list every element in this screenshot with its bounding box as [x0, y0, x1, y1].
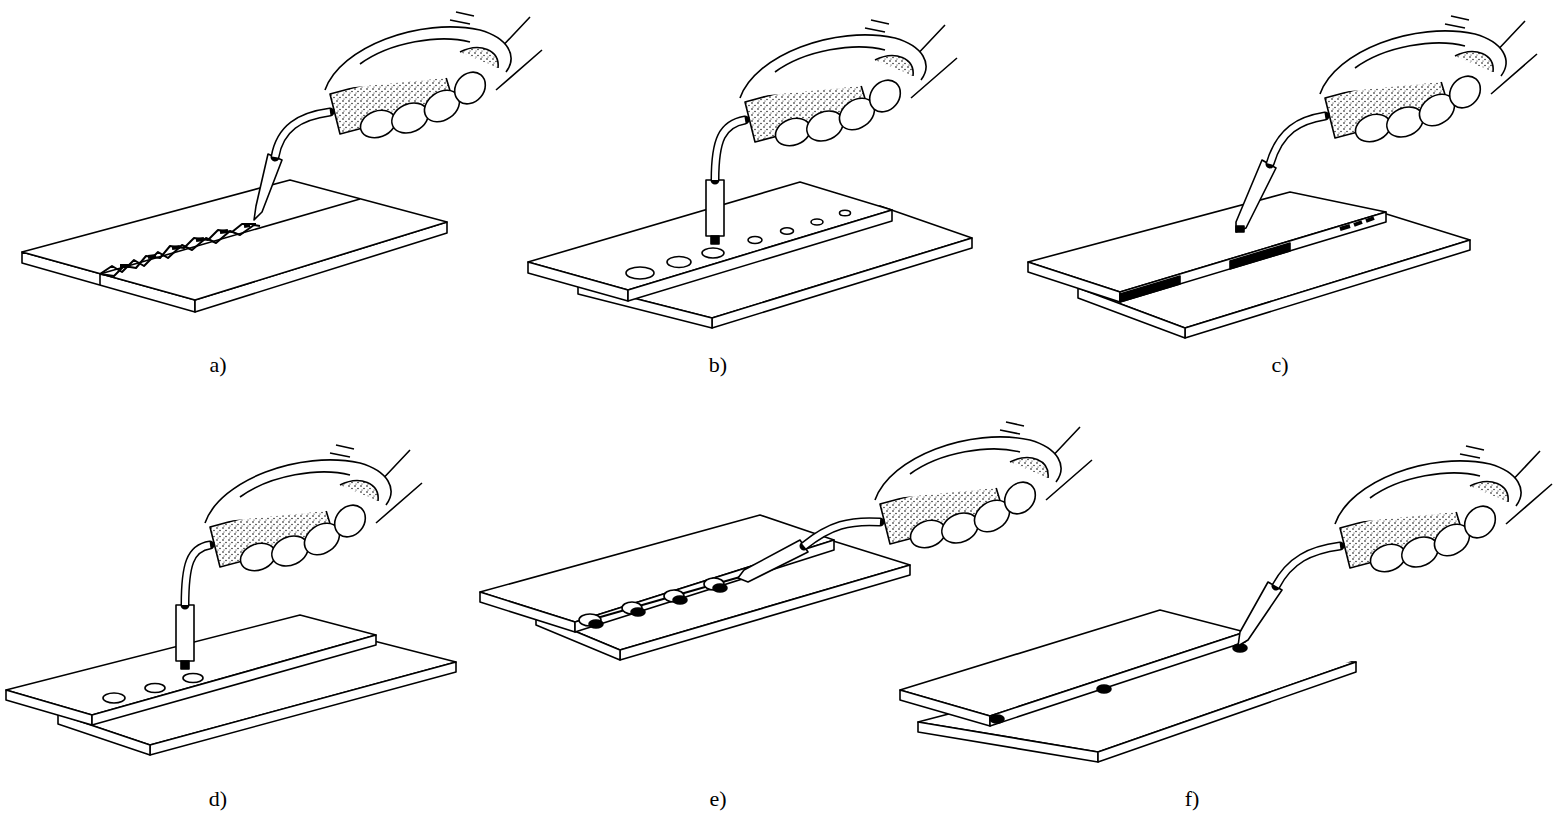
- panel-label: a): [209, 352, 226, 378]
- panel-label: c): [1271, 352, 1288, 378]
- panel-label: d): [209, 786, 227, 812]
- panel-label: b): [709, 352, 727, 378]
- panel-label: e): [709, 786, 726, 812]
- panel-label: f): [1185, 786, 1200, 812]
